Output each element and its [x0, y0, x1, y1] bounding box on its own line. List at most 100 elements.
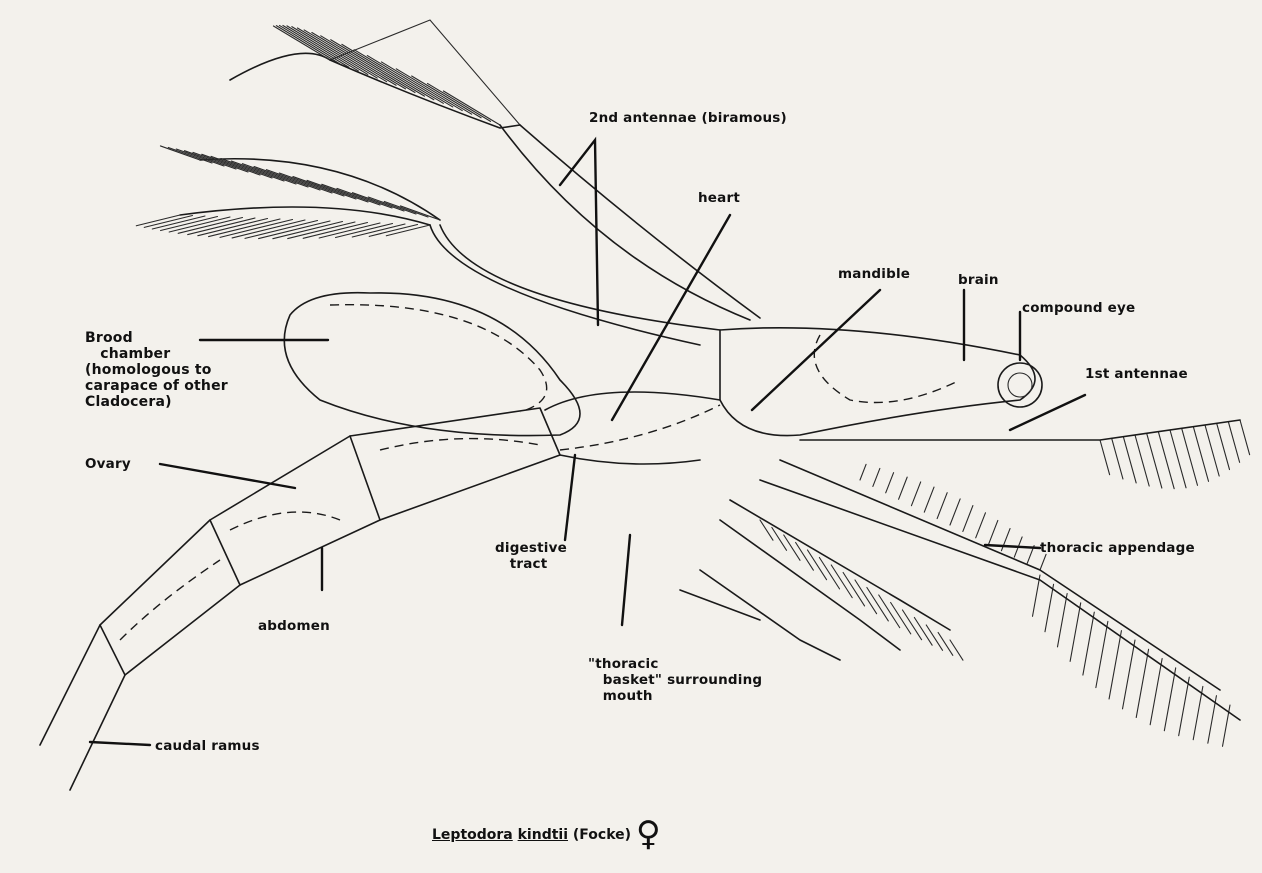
seta: [976, 513, 986, 538]
label-abdomen: abdomen: [258, 618, 330, 634]
seta: [950, 640, 963, 660]
seta: [1045, 584, 1054, 631]
seta: [297, 28, 386, 82]
seta: [292, 27, 377, 78]
seta: [938, 633, 953, 656]
setae-fringe: [136, 25, 1249, 746]
label-heart: heart: [698, 190, 740, 206]
label-mandible: mandible: [838, 266, 910, 282]
caption-species: kindtii: [518, 827, 568, 843]
label-caudal-ramus: caudal ramus: [155, 738, 260, 754]
seta: [232, 220, 305, 238]
seta: [279, 173, 344, 196]
head: [720, 328, 1042, 436]
label-compound-eye: compound eye: [1022, 300, 1135, 316]
seta: [1193, 686, 1203, 739]
label-digestive-tract: digestive tract: [495, 540, 567, 572]
label-thoracic-basket: "thoracic basket" surrounding mouth: [588, 656, 762, 704]
seta: [1205, 425, 1219, 476]
seta: [1193, 427, 1208, 482]
seta: [1100, 440, 1110, 475]
seta: [312, 33, 406, 89]
seta: [288, 222, 355, 239]
seta: [1123, 640, 1135, 709]
seta: [1136, 649, 1148, 717]
seta: [273, 222, 343, 239]
seta: [873, 468, 880, 486]
seta: [259, 221, 330, 239]
seta: [1033, 575, 1040, 616]
seta: [331, 40, 425, 96]
seta: [144, 216, 192, 228]
label-brain: brain: [958, 272, 999, 288]
caption-author: (Focke): [573, 827, 631, 843]
seta: [1040, 554, 1046, 570]
seta: [937, 493, 947, 519]
brood-chamber-shape: [284, 293, 580, 436]
seta: [1083, 612, 1094, 675]
seta: [989, 520, 998, 544]
seta: [188, 218, 255, 235]
seta: [760, 520, 773, 540]
seta: [1182, 428, 1198, 485]
species-caption: Leptodora kindtii (Focke) ♀: [432, 814, 661, 854]
label-2nd-antennae: 2nd antennae (biramous): [589, 110, 787, 126]
seta: [412, 76, 481, 118]
seta: [307, 180, 368, 202]
seta: [242, 164, 308, 187]
seta: [926, 625, 942, 650]
seta: [1057, 594, 1067, 647]
seta: [1123, 437, 1136, 483]
seta: [336, 224, 393, 238]
seta: [784, 535, 800, 560]
seta: [427, 83, 490, 121]
seta: [220, 220, 292, 238]
seta: [443, 91, 500, 125]
seta: [1164, 668, 1175, 731]
seta: [1217, 423, 1230, 469]
seta: [1179, 677, 1190, 736]
seta: [231, 161, 296, 184]
seta: [352, 224, 405, 237]
seta: [860, 464, 866, 480]
seta: [886, 473, 894, 493]
seta: [293, 177, 356, 199]
seta: [254, 167, 320, 190]
leader-lines: [90, 140, 1085, 745]
seta: [266, 170, 332, 193]
abdomen-shape: [40, 436, 380, 790]
seta: [1070, 603, 1081, 662]
seta: [396, 69, 471, 114]
label-ovary: Ovary: [85, 456, 131, 472]
seta: [337, 188, 392, 208]
seta: [176, 149, 224, 166]
trunk: [350, 392, 720, 520]
seta: [352, 193, 404, 211]
seta: [198, 219, 268, 236]
seta: [342, 44, 434, 99]
seta: [184, 151, 236, 169]
seta: [209, 219, 280, 237]
seta: [1135, 435, 1149, 486]
seta: [1150, 659, 1162, 725]
seta: [161, 217, 218, 231]
seta: [369, 225, 417, 237]
label-1st-antennae: 1st antennae: [1085, 366, 1188, 382]
seta: [221, 159, 284, 181]
seta: [322, 184, 380, 205]
label-brood-chamber: Brood chamber (homologous to carapace of…: [85, 330, 228, 410]
seta: [1112, 438, 1123, 479]
female-symbol: ♀: [636, 814, 661, 854]
seta: [924, 487, 934, 512]
seta: [914, 618, 932, 646]
label-thoracic-appendage: thoracic appendage: [1040, 540, 1195, 556]
seta: [202, 154, 260, 175]
seta: [772, 528, 787, 551]
seta: [911, 482, 920, 506]
seta: [276, 26, 339, 64]
seta: [1158, 432, 1174, 489]
caption-genus: Leptodora: [432, 827, 513, 843]
seta: [1170, 430, 1186, 488]
seta: [1240, 420, 1250, 455]
seta: [368, 197, 416, 214]
